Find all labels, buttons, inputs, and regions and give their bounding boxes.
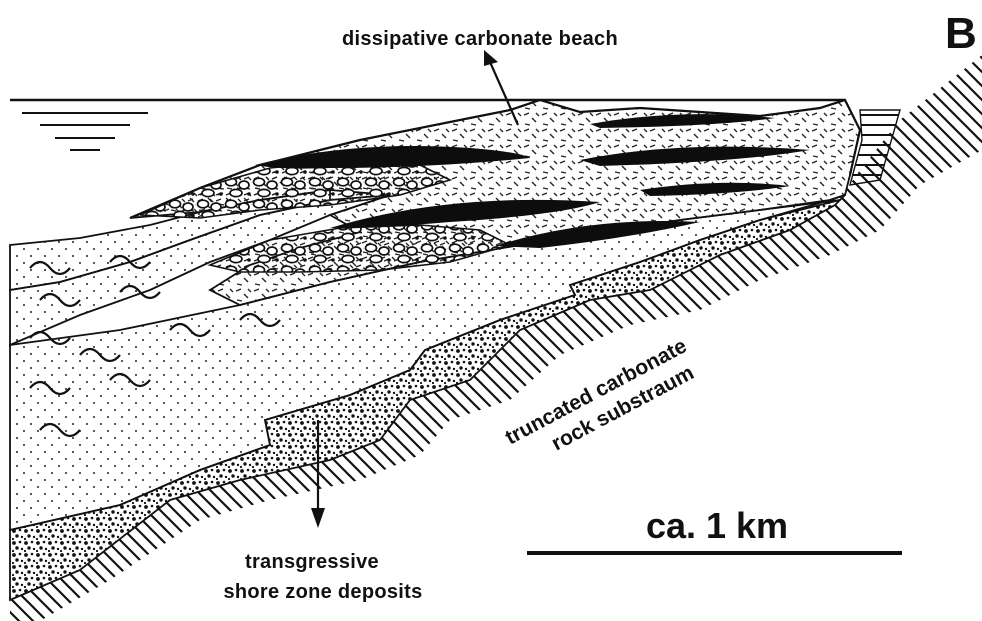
transgressive-label-line1: transgressive <box>245 551 379 573</box>
transgressive-label-line2: shore zone deposits <box>223 581 422 603</box>
beach-label: dissipative carbonate beach <box>342 28 618 50</box>
panel-label: B <box>945 9 977 58</box>
scale-bar-label: ca. 1 km <box>646 505 788 546</box>
